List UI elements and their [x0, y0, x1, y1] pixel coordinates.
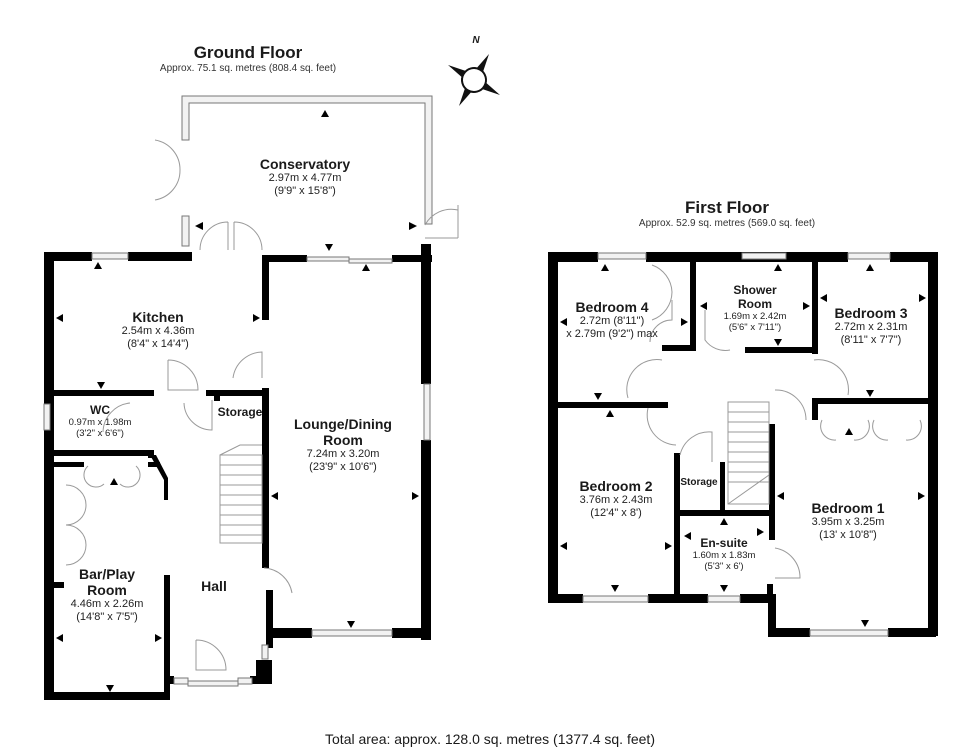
- room-lounge-dining: Lounge/Dining Room 7.24m x 3.20m (23'9" …: [294, 416, 392, 473]
- first-floor-doors: [626, 264, 922, 579]
- room-conservatory: Conservatory 2.97m x 4.77m (9'9" x 15'8"…: [259, 156, 351, 197]
- first-floor-area: Approx. 52.9 sq. metres (569.0 sq. feet): [638, 217, 816, 229]
- room-bedroom-2: Bedroom 2 3.76m x 2.43m (12'4" x 8'): [579, 478, 653, 519]
- total-area: Total area: approx. 128.0 sq. metres (13…: [325, 731, 655, 747]
- room-shower: Shower Room 1.69m x 2.42m (5'6" x 7'11"): [723, 283, 787, 333]
- ground-floor-area: Approx. 75.1 sq. metres (808.4 sq. feet): [159, 62, 337, 74]
- room-storage-first: Storage: [680, 477, 718, 488]
- first-floor-stairs: [727, 401, 770, 505]
- first-floor-heading: First Floor Approx. 52.9 sq. metres (569…: [639, 198, 815, 229]
- room-bar-play: Bar/Play Room 4.46m x 2.26m (14'8" x 7'5…: [70, 566, 144, 623]
- first-floor-title: First Floor: [684, 198, 770, 217]
- compass-icon: [448, 54, 500, 106]
- ground-floor-heading: Ground Floor Approx. 75.1 sq. metres (80…: [160, 43, 336, 74]
- ground-floor-doors: [65, 139, 459, 671]
- room-kitchen: Kitchen 2.54m x 4.36m (8'4" x 14'4"): [121, 309, 195, 350]
- room-bedroom-3: Bedroom 3 2.72m x 2.31m (8'11" x 7'7"): [834, 305, 908, 346]
- compass-north-label: N: [472, 35, 480, 46]
- room-hall: Hall: [201, 578, 227, 594]
- ground-floor-title: Ground Floor: [193, 43, 303, 62]
- room-en-suite: En-suite 1.60m x 1.83m (5'3" x 6'): [692, 536, 756, 572]
- first-floor-walls: [548, 252, 938, 637]
- ground-floor-windows: [43, 95, 433, 687]
- ground-floor-walls: [44, 244, 432, 700]
- measurement-markers: [56, 110, 926, 692]
- room-bedroom-4: Bedroom 4 2.72m (8'11") x 2.79m (9'2") m…: [566, 299, 658, 340]
- first-floor-windows: [582, 252, 891, 637]
- room-storage-ground: Storage: [217, 405, 263, 419]
- ground-floor-stairs: [219, 444, 263, 544]
- room-bedroom-1: Bedroom 1 3.95m x 3.25m (13' x 10'8"): [811, 500, 885, 541]
- room-wc: WC 0.97m x 1.98m (3'2" x 6'6"): [68, 403, 132, 439]
